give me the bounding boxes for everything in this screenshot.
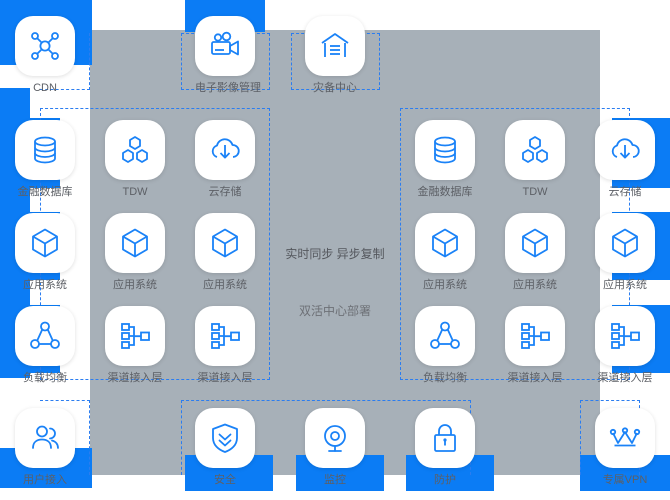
node-left-app-3[interactable]: 应用系统	[195, 213, 255, 292]
node-label: 金融数据库	[17, 186, 73, 198]
node-label: 云存储	[608, 186, 642, 198]
cube-icon	[415, 213, 475, 273]
video-camera-icon	[195, 16, 255, 76]
node-label: 渠道接入层	[197, 372, 253, 384]
node-left-app-1[interactable]: 应用系统	[15, 213, 75, 292]
cube-icon	[195, 213, 255, 273]
node-label: 应用系统	[23, 279, 67, 291]
node-monitoring[interactable]: 监控	[305, 408, 365, 487]
group-box-cdn	[40, 33, 90, 90]
node-label: 云存储	[208, 186, 242, 198]
cube-icon	[595, 213, 655, 273]
cube-icon	[15, 213, 75, 273]
node-left-cloud-storage[interactable]: 云存储	[195, 120, 255, 199]
node-right-load-balance[interactable]: 负载均衡	[415, 306, 475, 385]
node-right-channel-access-2[interactable]: 渠道接入层	[595, 306, 655, 385]
node-dedicated-vpn[interactable]: 专属VPN	[595, 408, 655, 487]
users-icon	[15, 408, 75, 468]
node-label: 应用系统	[603, 279, 647, 291]
node-left-load-balance[interactable]: 负载均衡	[15, 306, 75, 385]
sitemap-icon	[195, 306, 255, 366]
shield-check-icon	[195, 408, 255, 468]
node-disaster-recovery-center[interactable]: 灾备中心	[305, 16, 365, 95]
node-right-tdw[interactable]: TDW	[505, 120, 565, 199]
hexagon-cluster-icon	[105, 120, 165, 180]
node-label: 渠道接入层	[107, 372, 163, 384]
node-right-app-1[interactable]: 应用系统	[415, 213, 475, 292]
cloud-download-icon	[195, 120, 255, 180]
cdn-network-icon	[15, 16, 75, 76]
node-label: TDW	[122, 186, 148, 198]
cloud-download-icon	[595, 120, 655, 180]
group-box-bottom-user	[40, 400, 90, 475]
load-balance-icon	[15, 306, 75, 366]
node-label: 专属VPN	[602, 474, 648, 486]
node-right-financial-database[interactable]: 金融数据库	[415, 120, 475, 199]
node-security[interactable]: 安全	[195, 408, 255, 487]
node-label: 防护	[434, 474, 456, 486]
node-left-tdw[interactable]: TDW	[105, 120, 165, 199]
node-right-app-3[interactable]: 应用系统	[595, 213, 655, 292]
node-left-financial-database[interactable]: 金融数据库	[15, 120, 75, 199]
sitemap-icon	[505, 306, 565, 366]
node-label: 负载均衡	[423, 372, 467, 384]
hexagon-cluster-icon	[505, 120, 565, 180]
node-label: 渠道接入层	[597, 372, 653, 384]
node-cdn[interactable]: CDN	[15, 16, 75, 95]
node-label: 安全	[214, 474, 236, 486]
node-label: 渠道接入层	[507, 372, 563, 384]
node-label: 应用系统	[423, 279, 467, 291]
node-user-access[interactable]: 用户接入	[15, 408, 75, 487]
node-label: TDW	[522, 186, 548, 198]
node-label: CDN	[33, 82, 57, 94]
cube-icon	[105, 213, 165, 273]
node-left-channel-access-2[interactable]: 渠道接入层	[195, 306, 255, 385]
node-left-channel-access-1[interactable]: 渠道接入层	[105, 306, 165, 385]
node-label: 负载均衡	[23, 372, 67, 384]
monitor-eye-icon	[305, 408, 365, 468]
node-label: 用户接入	[23, 474, 67, 486]
node-electronic-image-management[interactable]: 电子影像管理	[195, 16, 261, 95]
node-label: 应用系统	[513, 279, 557, 291]
node-right-channel-access-1[interactable]: 渠道接入层	[505, 306, 565, 385]
cube-icon	[505, 213, 565, 273]
crown-icon	[595, 408, 655, 468]
sitemap-icon	[105, 306, 165, 366]
warehouse-icon	[305, 16, 365, 76]
node-label: 监控	[324, 474, 346, 486]
node-protection[interactable]: 防护	[415, 408, 475, 487]
sitemap-icon	[595, 306, 655, 366]
node-right-cloud-storage[interactable]: 云存储	[595, 120, 655, 199]
node-label: 灾备中心	[313, 82, 357, 94]
lock-icon	[415, 408, 475, 468]
database-icon	[415, 120, 475, 180]
center-label-deployment: 双活中心部署	[298, 304, 371, 318]
center-label-sync: 实时同步 异步复制	[285, 247, 385, 261]
node-label: 电子影像管理	[195, 82, 261, 94]
node-label: 金融数据库	[417, 186, 473, 198]
node-left-app-2[interactable]: 应用系统	[105, 213, 165, 292]
node-label: 应用系统	[203, 279, 247, 291]
database-icon	[15, 120, 75, 180]
node-right-app-2[interactable]: 应用系统	[505, 213, 565, 292]
load-balance-icon	[415, 306, 475, 366]
node-label: 应用系统	[113, 279, 157, 291]
